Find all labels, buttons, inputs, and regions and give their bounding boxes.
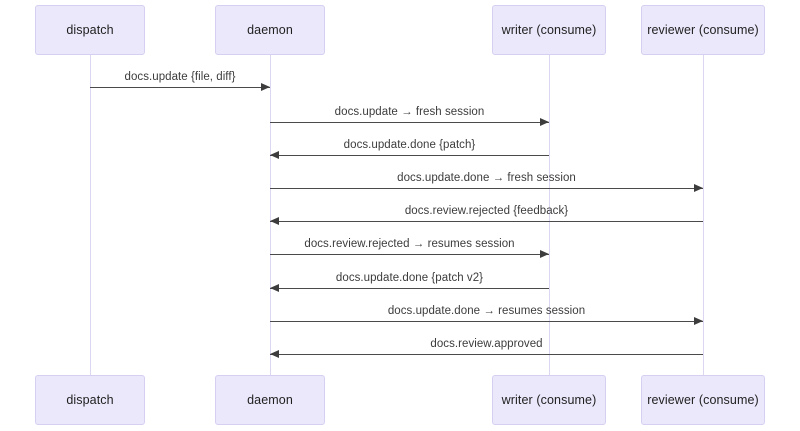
message-label-7: docs.update.done {patch v2} <box>335 272 484 284</box>
lifeline-writer <box>549 55 550 375</box>
actor-label-dispatch: dispatch <box>66 22 114 37</box>
message-line-7 <box>270 288 549 289</box>
arrowhead-left-icon <box>270 151 279 159</box>
actor-label-writer: writer (consume) <box>501 392 597 407</box>
actor-label-writer: writer (consume) <box>501 22 597 37</box>
actor-box-reviewer-top[interactable]: reviewer (consume) <box>641 5 765 55</box>
message-line-4 <box>270 188 703 189</box>
actor-label-daemon: daemon <box>247 392 293 407</box>
arrowhead-right-icon <box>540 118 549 126</box>
actor-box-dispatch-top[interactable]: dispatch <box>35 5 145 55</box>
message-label-2: docs.update → fresh session <box>334 106 485 118</box>
message-line-8 <box>270 321 703 322</box>
actor-label-dispatch: dispatch <box>66 392 114 407</box>
arrowhead-left-icon <box>270 217 279 225</box>
arrowhead-left-icon <box>270 350 279 358</box>
message-label-9: docs.review.approved <box>430 338 543 350</box>
message-label-4: docs.update.done → fresh session <box>397 172 576 184</box>
message-line-5 <box>270 221 703 222</box>
arrowhead-right-icon <box>261 83 270 91</box>
message-label-1: docs.update {file, diff} <box>124 71 236 83</box>
actor-label-reviewer: reviewer (consume) <box>647 22 759 37</box>
lifeline-reviewer <box>703 55 704 375</box>
arrowhead-left-icon <box>270 284 279 292</box>
message-label-6: docs.review.rejected → resumes session <box>304 238 515 250</box>
message-line-3 <box>270 155 549 156</box>
actor-box-writer-bottom[interactable]: writer (consume) <box>492 375 606 425</box>
actor-label-daemon: daemon <box>247 22 293 37</box>
actor-box-daemon-top[interactable]: daemon <box>215 5 325 55</box>
message-line-9 <box>270 354 703 355</box>
lifeline-dispatch <box>90 55 91 375</box>
actor-box-reviewer-bottom[interactable]: reviewer (consume) <box>641 375 765 425</box>
actor-box-daemon-bottom[interactable]: daemon <box>215 375 325 425</box>
lifeline-daemon <box>270 55 271 375</box>
arrowhead-right-icon <box>540 250 549 258</box>
message-line-1 <box>90 87 270 88</box>
message-line-6 <box>270 254 549 255</box>
actor-box-writer-top[interactable]: writer (consume) <box>492 5 606 55</box>
message-line-2 <box>270 122 549 123</box>
actor-label-reviewer: reviewer (consume) <box>647 392 759 407</box>
arrowhead-right-icon <box>694 184 703 192</box>
arrowhead-right-icon <box>694 317 703 325</box>
message-label-3: docs.update.done {patch} <box>343 139 476 151</box>
message-label-5: docs.review.rejected {feedback} <box>404 205 569 217</box>
message-label-8: docs.update.done → resumes session <box>387 305 586 317</box>
actor-box-dispatch-bottom[interactable]: dispatch <box>35 375 145 425</box>
